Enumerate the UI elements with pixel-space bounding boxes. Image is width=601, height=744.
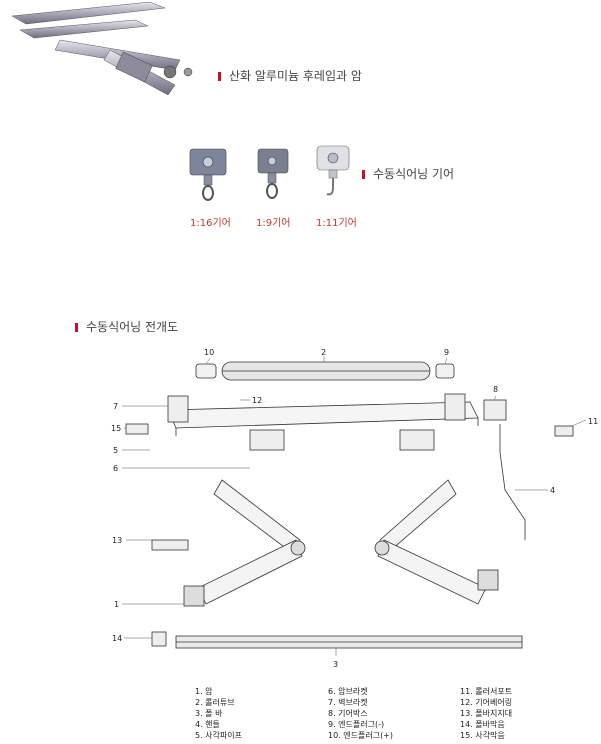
- callout-13: 13: [112, 536, 122, 545]
- section-bullet: [218, 72, 221, 81]
- legend-item: 5. 사각파이프: [195, 731, 242, 740]
- callout-1: 1: [114, 600, 119, 609]
- callout-9: 9: [444, 348, 449, 357]
- legend-item: 7. 벽브라켓: [328, 698, 368, 707]
- callout-3: 3: [333, 660, 338, 669]
- legend-item: 13. 폴바지지대: [460, 709, 513, 718]
- legend-item: 15. 사각막음: [460, 731, 505, 740]
- legend-item: 12. 기어베어링: [460, 698, 513, 707]
- legend-item: 6. 암브라켓: [328, 687, 368, 696]
- legend-item: 10. 엔드플러그(+): [328, 731, 394, 740]
- gear-section-title: 수동식어닝 기어: [362, 165, 454, 182]
- legend-column-1: 1. 암 2. 롤러튜브 3. 폴 바 4. 핸들 5. 사각파이프: [195, 686, 242, 741]
- arm-section-title: 산화 알루미늄 후레임과 암: [218, 67, 362, 84]
- callout-14: 14: [112, 634, 122, 643]
- gear-label-116: 1:16기어: [190, 218, 231, 229]
- legend-item: 4. 핸들: [195, 720, 220, 729]
- callout-2: 2: [321, 348, 326, 357]
- diagram-section-title: 수동식어닝 전개도: [75, 318, 178, 335]
- legend-item: 2. 롤러튜브: [195, 698, 235, 707]
- legend-item: 14. 폴바막음: [460, 720, 505, 729]
- legend-column-3: 11. 롤러서포트 12. 기어베어링 13. 폴바지지대 14. 폴바막음 1…: [460, 686, 512, 741]
- legend-item: 9. 엔드플러그(-): [328, 720, 385, 729]
- legend-item: 3. 폴 바: [195, 709, 223, 718]
- legend-item: 1. 암: [195, 687, 213, 696]
- callout-12: 12: [252, 396, 262, 405]
- callout-15: 15: [111, 424, 121, 433]
- gear-116-image: [186, 143, 236, 203]
- legend-item: 11. 롤러서포트: [460, 687, 513, 696]
- callout-7: 7: [113, 402, 118, 411]
- gear-label-19: 1:9기어: [256, 218, 291, 229]
- section-bullet: [75, 323, 78, 332]
- callout-8: 8: [493, 385, 498, 394]
- legend-column-2: 6. 암브라켓 7. 벽브라켓 8. 기어박스 9. 엔드플러그(-) 10. …: [328, 686, 393, 741]
- gear-111-image: [313, 140, 363, 200]
- section-bullet: [362, 170, 365, 179]
- legend-item: 8. 기어박스: [328, 709, 368, 718]
- callout-11: 11: [588, 417, 598, 426]
- callout-5: 5: [113, 446, 118, 455]
- callout-10: 10: [204, 348, 214, 357]
- exploded-diagram: 10 2 9 7 12 8 11 15 5 6 4 13 1 14 3: [111, 348, 598, 669]
- gear-label-111: 1:11기어: [316, 218, 357, 229]
- callout-4: 4: [550, 486, 555, 495]
- gear-19-image: [254, 143, 304, 203]
- arm-photo: [0, 0, 205, 100]
- callout-6: 6: [113, 464, 118, 473]
